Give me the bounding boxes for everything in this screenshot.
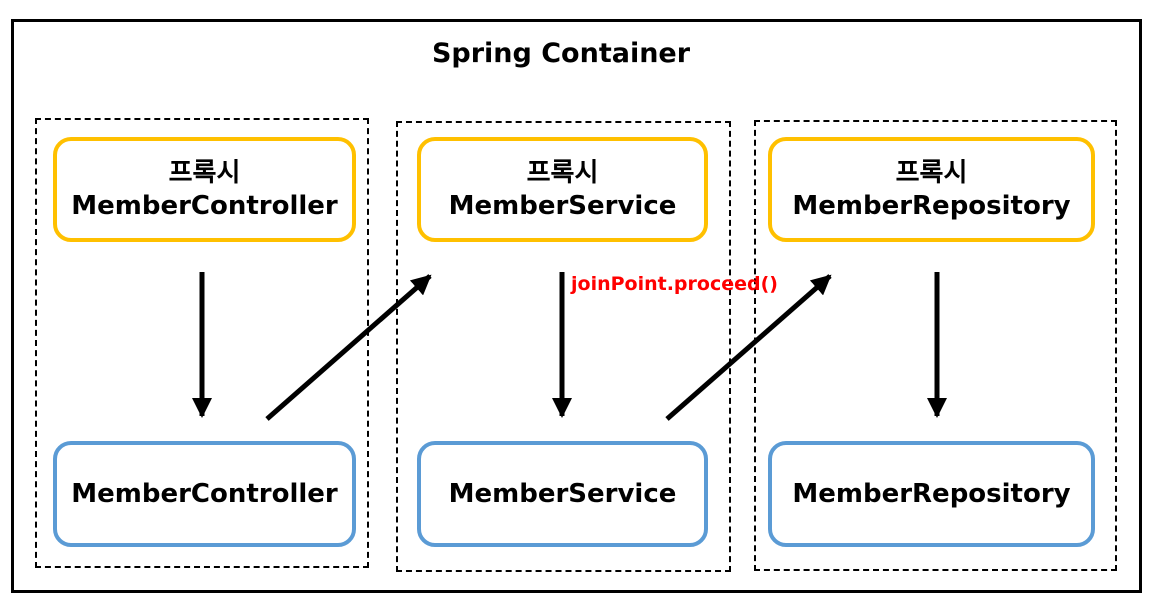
member-repository-box: MemberRepository [768, 441, 1095, 547]
member-service-box: MemberService [417, 441, 708, 547]
target-class-name: MemberService [448, 478, 677, 509]
proxy-class-name: MemberRepository [792, 190, 1071, 221]
proxy-label: 프록시 [168, 158, 241, 188]
target-class-name: MemberController [71, 478, 338, 509]
target-class-name: MemberRepository [792, 478, 1071, 509]
member-controller-box: MemberController [53, 441, 356, 547]
container-title: Spring Container [431, 38, 691, 69]
proxy-label: 프록시 [895, 158, 968, 188]
proxy-member-service-box: 프록시 MemberService [417, 137, 708, 242]
proxy-member-controller-box: 프록시 MemberController [53, 137, 356, 242]
proxy-class-name: MemberService [448, 190, 677, 221]
proxy-member-repository-box: 프록시 MemberRepository [768, 137, 1095, 242]
join-point-proceed-label: joinPoint.proceed() [571, 273, 778, 295]
proxy-class-name: MemberController [71, 190, 338, 221]
proxy-label: 프록시 [526, 158, 599, 188]
